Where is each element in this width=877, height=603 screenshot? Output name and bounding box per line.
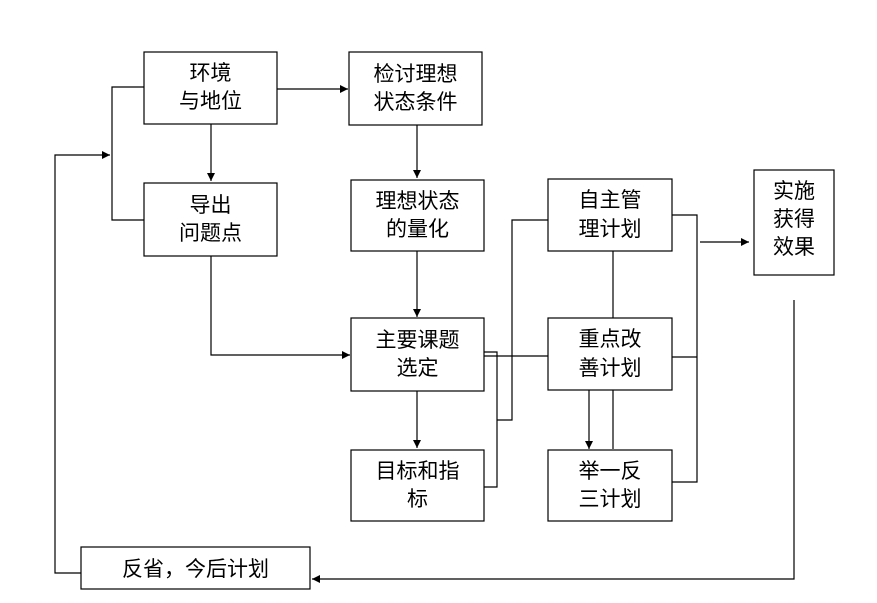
node-label-line: 获得 xyxy=(773,207,815,231)
node-label-line: 举一反 xyxy=(579,459,642,483)
node-derive-issues: 导出 问题点 xyxy=(143,182,278,257)
node-targets: 目标和指 标 xyxy=(350,449,485,522)
node-label-line: 效果 xyxy=(773,235,815,259)
arrow-reflect-to-loop xyxy=(54,151,110,574)
node-label-line: 的量化 xyxy=(386,217,449,241)
bracket-topic-targets xyxy=(484,351,498,488)
node-implement: 实施 获得 效果 xyxy=(753,169,835,276)
node-label-line: 标 xyxy=(407,487,428,511)
arrow-implement-to-reflect xyxy=(312,300,795,583)
node-label-line: 理计划 xyxy=(579,217,642,241)
line-feedback-loop xyxy=(111,86,144,221)
node-label-line: 目标和指 xyxy=(376,459,460,483)
node-label-line: 问题点 xyxy=(179,221,242,245)
node-label-line: 主要课题 xyxy=(376,328,460,352)
node-self-management: 自主管 理计划 xyxy=(547,178,673,252)
node-label-line: 检讨理想 xyxy=(374,62,458,86)
node-label-line: 与地位 xyxy=(179,89,242,113)
node-label-line: 导出 xyxy=(190,193,232,217)
node-label-line: 重点改 xyxy=(579,327,642,351)
node-label-line: 环境 xyxy=(190,61,232,85)
node-label-line: 反省，今后计划 xyxy=(122,557,269,581)
arrow-issues-to-topic xyxy=(210,256,350,359)
connector-to-plans xyxy=(497,219,548,421)
node-label-line: 自主管 xyxy=(579,188,642,212)
connectors xyxy=(54,85,795,583)
node-label-line: 实施 xyxy=(773,179,815,203)
node-label-line: 三计划 xyxy=(579,487,642,511)
node-replicate: 举一反 三计划 xyxy=(547,449,673,522)
node-review-ideal: 检讨理想 状态条件 xyxy=(348,51,483,126)
node-label-line: 善计划 xyxy=(579,356,642,380)
node-quantify-ideal: 理想状态 的量化 xyxy=(350,179,485,252)
merge-plans-bracket xyxy=(672,214,698,483)
node-environment: 环境 与地位 xyxy=(143,51,278,125)
node-label-line: 状态条件 xyxy=(374,90,458,114)
node-main-topic: 主要课题 选定 xyxy=(350,317,485,392)
node-reflect: 反省，今后计划 xyxy=(80,546,311,590)
node-label-line: 理想状态 xyxy=(376,189,460,213)
node-key-improvement: 重点改 善计划 xyxy=(547,317,673,391)
node-label-line: 选定 xyxy=(397,356,439,380)
